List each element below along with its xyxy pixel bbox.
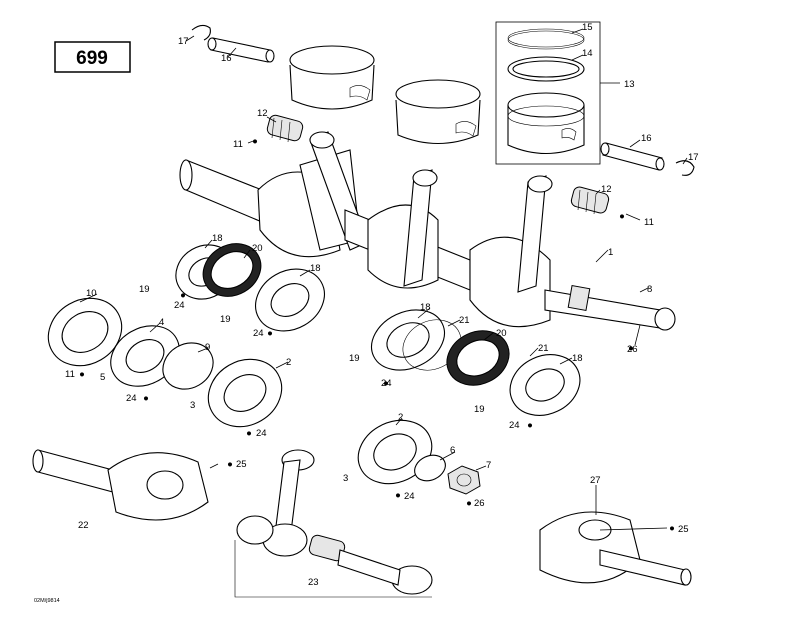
callout-10: 10 bbox=[86, 288, 97, 299]
callout-17: 17 bbox=[688, 152, 699, 163]
callout-12: 12 bbox=[601, 184, 612, 195]
half-crank-left bbox=[32, 449, 209, 521]
callout-7: 7 bbox=[486, 460, 491, 471]
callout-13: 13 bbox=[624, 79, 635, 90]
callout-25: 25 bbox=[678, 524, 689, 535]
callout-3: 3 bbox=[343, 473, 348, 484]
callout-16: 16 bbox=[221, 53, 232, 64]
callout-17: 17 bbox=[178, 36, 189, 47]
callout-24: 24 bbox=[253, 328, 264, 339]
callout-16: 16 bbox=[641, 133, 652, 144]
grease-marker: ● bbox=[619, 211, 625, 222]
callout-24: 24 bbox=[404, 491, 415, 502]
callouts: 17 16 15 14 13 12 11 16 17 12 11 1 18 20… bbox=[65, 22, 699, 588]
callout-18: 18 bbox=[572, 353, 583, 364]
grease-marker: ● bbox=[246, 428, 252, 439]
callout-9: 9 bbox=[205, 342, 210, 353]
callout-20: 20 bbox=[252, 243, 263, 254]
callout-11: 11 bbox=[644, 217, 654, 228]
callout-23: 23 bbox=[308, 577, 319, 588]
diagram-number-box: 699 bbox=[54, 41, 131, 73]
grease-marker: ● bbox=[466, 498, 472, 509]
callout-19: 19 bbox=[220, 314, 231, 325]
callout-1: 1 bbox=[608, 247, 613, 258]
callout-25: 25 bbox=[236, 459, 247, 470]
callout-11: 11 bbox=[233, 139, 243, 150]
upper-pistons-group bbox=[191, 24, 481, 145]
callout-15: 15 bbox=[582, 22, 593, 33]
callout-26: 26 bbox=[627, 344, 638, 355]
grease-marker: ● bbox=[395, 490, 401, 501]
callout-18: 18 bbox=[310, 263, 321, 274]
grease-marker: ● bbox=[227, 459, 233, 470]
grease-markers: ● ● ● ● ● ● ● ● ● ● ● ● ● ● bbox=[79, 136, 675, 534]
callout-18: 18 bbox=[212, 233, 223, 244]
right-pin-group bbox=[600, 142, 695, 176]
callout-5: 5 bbox=[100, 372, 105, 383]
needle-bearings bbox=[266, 114, 610, 215]
conrod-set bbox=[234, 449, 433, 598]
grease-marker: ● bbox=[669, 523, 675, 534]
leader-lines bbox=[79, 28, 688, 531]
lower-bearing-nut bbox=[357, 419, 481, 495]
callout-11: 11 bbox=[65, 369, 75, 380]
callout-4: 4 bbox=[159, 317, 164, 328]
callout-2: 2 bbox=[286, 357, 291, 368]
grease-marker: ● bbox=[143, 393, 149, 404]
callout-6: 6 bbox=[450, 445, 455, 456]
callout-24: 24 bbox=[509, 420, 520, 431]
callout-21: 21 bbox=[538, 343, 549, 354]
grease-marker: ● bbox=[628, 343, 634, 354]
grease-marker: ● bbox=[180, 290, 186, 301]
callout-26: 26 bbox=[474, 498, 485, 509]
reference-code: 02M/j9814 bbox=[34, 598, 60, 604]
callout-22: 22 bbox=[78, 520, 89, 531]
callout-8: 8 bbox=[647, 284, 652, 295]
callout-24: 24 bbox=[126, 393, 137, 404]
callout-27: 27 bbox=[590, 475, 601, 486]
diagram-number: 699 bbox=[76, 48, 108, 69]
callout-12: 12 bbox=[257, 108, 268, 119]
callout-2: 2 bbox=[398, 412, 403, 423]
grease-marker: ● bbox=[252, 136, 258, 147]
grease-marker: ● bbox=[383, 378, 389, 389]
callout-21: 21 bbox=[459, 315, 470, 326]
callout-20: 20 bbox=[496, 328, 507, 339]
middle-bearings-seals bbox=[371, 309, 581, 416]
callout-19: 19 bbox=[349, 353, 360, 364]
callout-18: 18 bbox=[420, 302, 431, 313]
grease-marker: ● bbox=[267, 328, 273, 339]
grease-marker: ● bbox=[79, 369, 85, 380]
grease-marker: ● bbox=[527, 420, 533, 431]
callout-14: 14 bbox=[582, 48, 593, 59]
callout-24: 24 bbox=[256, 428, 267, 439]
callout-19: 19 bbox=[474, 404, 485, 415]
crankshaft-assembly bbox=[179, 131, 676, 331]
left-bearings-seals bbox=[47, 243, 325, 428]
piston-kit-box bbox=[495, 21, 601, 165]
callout-24: 24 bbox=[381, 378, 392, 389]
callout-3: 3 bbox=[190, 400, 195, 411]
callout-19: 19 bbox=[139, 284, 150, 295]
callout-24: 24 bbox=[174, 300, 185, 311]
